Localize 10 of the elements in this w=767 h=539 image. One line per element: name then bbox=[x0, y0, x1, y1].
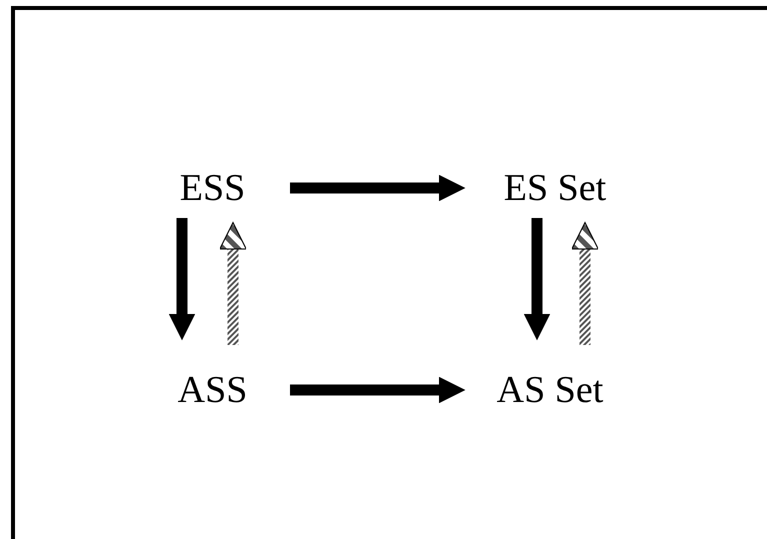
node-label: AS Set bbox=[496, 371, 604, 409]
arrow bbox=[168, 218, 196, 340]
arrow bbox=[219, 222, 247, 345]
node-label: ESS bbox=[180, 169, 246, 207]
arrow bbox=[571, 222, 599, 345]
arrow bbox=[524, 218, 550, 340]
node-label: ES Set bbox=[504, 169, 606, 207]
arrow bbox=[290, 376, 466, 404]
arrow bbox=[290, 174, 466, 202]
node-label: ASS bbox=[178, 371, 248, 409]
